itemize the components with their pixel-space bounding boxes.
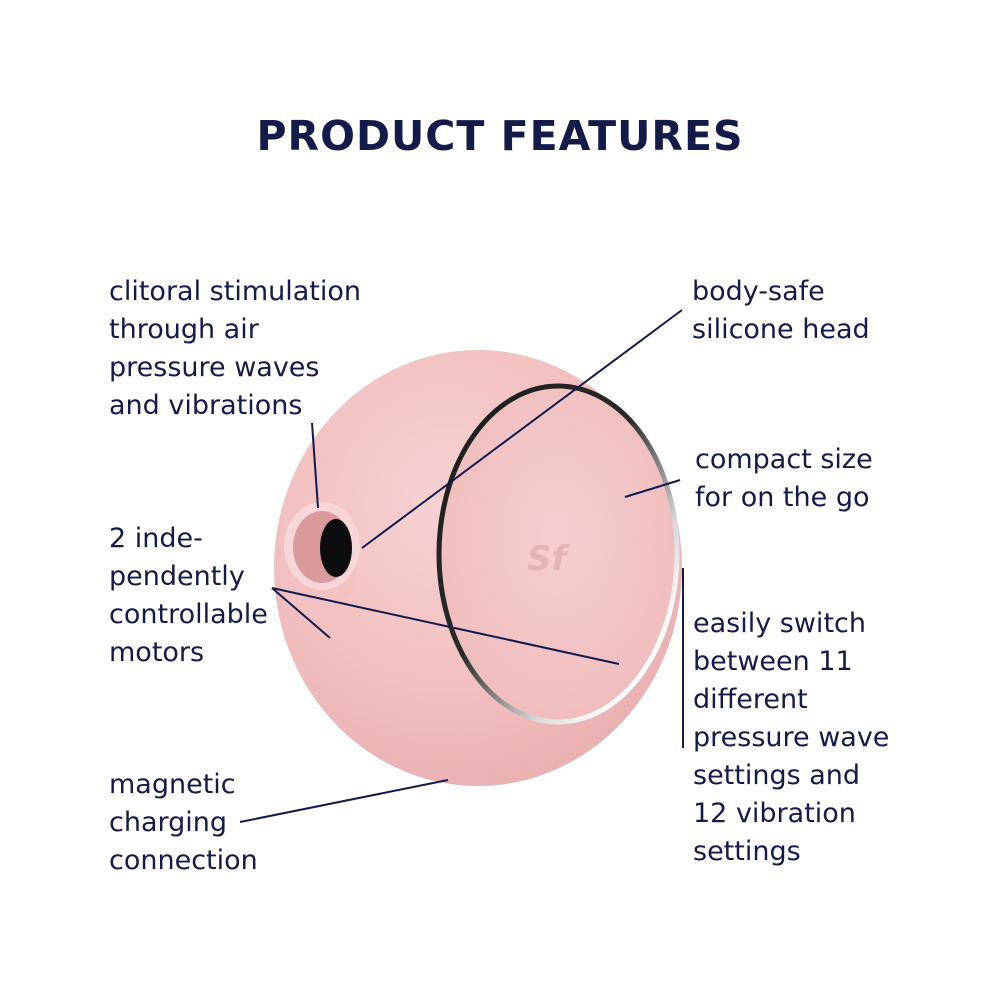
leader-lines [239,309,684,823]
feature-label-air-pressure: clitoral stimulation through air pressur… [109,273,361,425]
label-line: body-safe [692,276,825,307]
feature-label-compact-size: compact size for on the go [695,441,873,517]
nozzle [284,502,360,590]
leader-motors-a [271,587,331,639]
feature-label-settings: easily switch between 11 different press… [693,605,889,871]
label-line: motors [109,637,205,668]
svg-text:Sf: Sf [527,539,570,579]
label-line: magnetic [109,769,236,800]
label-line: settings and [693,760,861,791]
feature-label-magnetic-charging: magnetic charging connection [109,766,258,880]
label-line: easily switch [693,608,866,639]
label-line: and vibrations [109,390,303,421]
feature-label-silicone-head: body-safe silicone head [692,273,870,349]
label-line: pressure waves [109,352,320,383]
label-line: through air [109,314,259,345]
label-line: different [693,684,808,715]
satisfyer-logo-icon: Sf [527,539,570,579]
leader-magnetic [239,779,449,823]
label-line: clitoral stimulation [109,276,362,307]
leader-motors-b [271,587,620,665]
label-line: compact size [695,444,873,475]
label-line: between 11 [693,646,853,677]
leader-silicone [361,309,683,549]
leader-clitoral [311,422,319,509]
label-line: charging [109,807,228,838]
label-line: controllable [109,599,268,630]
label-line: for on the go [695,482,870,513]
label-line: pendently [109,561,245,592]
label-line: silicone head [692,314,870,345]
label-line: settings [693,836,801,867]
label-line: connection [109,845,258,876]
page-title: PRODUCT FEATURES [256,112,744,160]
label-line: 2 inde- [109,523,203,554]
leader-compact [624,479,681,498]
label-line: 12 vibration [693,798,856,829]
label-line: pressure wave [693,722,890,753]
feature-label-motors: 2 inde- pendently controllable motors [109,520,268,672]
